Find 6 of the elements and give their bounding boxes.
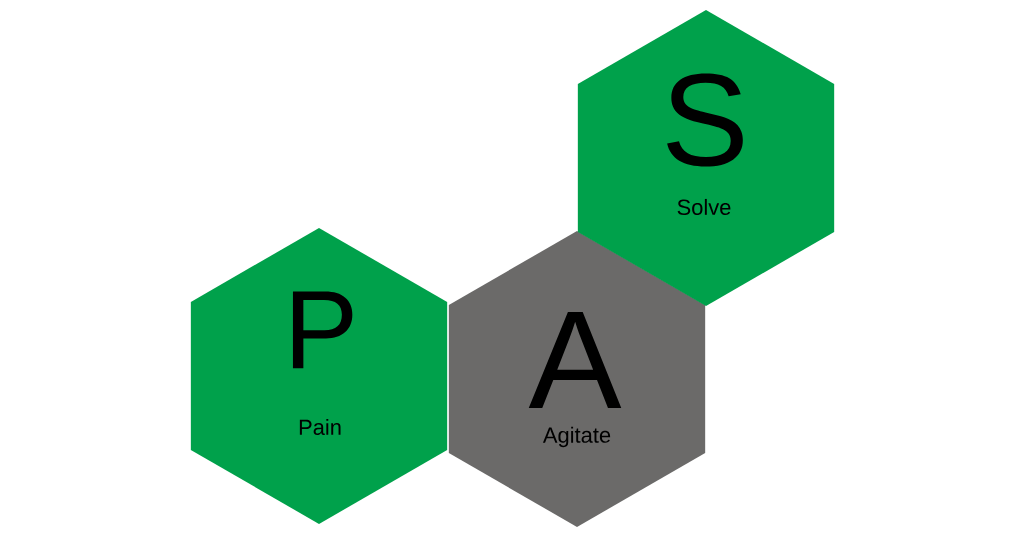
hexagon-label: Pain bbox=[299, 418, 341, 436]
hexagon-label: Agitate bbox=[542, 426, 611, 448]
big-letter: P bbox=[292, 291, 353, 369]
big-letter: S bbox=[667, 73, 743, 167]
big-letter: A bbox=[528, 312, 622, 408]
hexagon-label: Solve bbox=[677, 198, 731, 216]
